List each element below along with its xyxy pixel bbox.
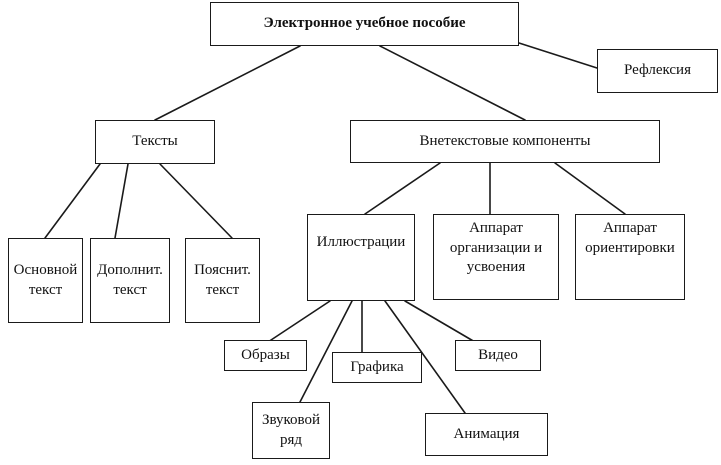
node-label-line: Тексты <box>132 133 178 150</box>
edge-root-nontext <box>379 45 526 121</box>
node-root: Электронное учебное пособие <box>210 2 519 46</box>
node-label-line: текст <box>28 281 63 298</box>
edge-texts-main <box>44 163 101 239</box>
node-reflection: Рефлексия <box>597 49 718 93</box>
node-label-line: Дополнит. <box>97 262 163 278</box>
edge-nontext-illustrations <box>364 162 441 215</box>
node-label-line: текст <box>113 281 147 298</box>
node-animation: Анимация <box>425 413 548 456</box>
edge-illus-animation <box>384 300 466 414</box>
node-orientation: Аппарат ориентировки <box>575 214 685 300</box>
node-label-line: Рефлексия <box>624 62 691 79</box>
node-main-text: Основной текст <box>8 238 83 323</box>
node-label-line: ориентировки <box>585 239 675 256</box>
node-label-line: Пояснит. <box>194 262 251 278</box>
edge-root-texts <box>154 45 301 121</box>
node-label-line: Электронное учебное пособие <box>263 15 466 32</box>
node-illustrations: Иллюстрации <box>307 214 415 301</box>
node-label-line: Внетекстовые компоненты <box>419 132 591 149</box>
node-label-line: текст <box>205 281 240 298</box>
node-graphics: Графика <box>332 352 422 383</box>
node-label-line: Аппарат <box>469 220 523 236</box>
node-label-line: Видео <box>478 346 518 363</box>
edge-nontext-orientation <box>554 162 626 215</box>
node-extra-text: Дополнит. текст <box>90 238 170 323</box>
node-label-line: организации и <box>449 239 543 256</box>
node-nontext: Внетекстовые компоненты <box>350 120 660 163</box>
edge-illus-sound <box>299 300 353 403</box>
edge-root-reflection <box>518 42 598 69</box>
node-organization: Аппарат организации и усвоения <box>433 214 559 300</box>
node-texts: Тексты <box>95 120 215 164</box>
node-images: Образы <box>224 340 307 371</box>
node-sound: Звуковой ряд <box>252 402 330 459</box>
node-label-line: Иллюстрации <box>316 234 406 250</box>
edge-illus-images <box>267 300 331 343</box>
node-video: Видео <box>455 340 541 371</box>
node-label-line: Анимация <box>453 425 520 442</box>
edge-texts-extra <box>114 163 129 239</box>
node-label-line: Графика <box>350 358 404 375</box>
node-label-line: ряд <box>279 431 303 448</box>
node-label-line: Звуковой <box>261 412 321 428</box>
node-label-line: Основной <box>13 262 78 278</box>
edge-illus-video <box>404 300 476 343</box>
edge-texts-explain <box>159 163 233 239</box>
node-label-line: Аппарат <box>603 220 657 236</box>
node-label-line: усвоения <box>466 259 526 275</box>
node-explain-text: Пояснит. текст <box>185 238 260 323</box>
node-label-line: Образы <box>241 346 290 363</box>
